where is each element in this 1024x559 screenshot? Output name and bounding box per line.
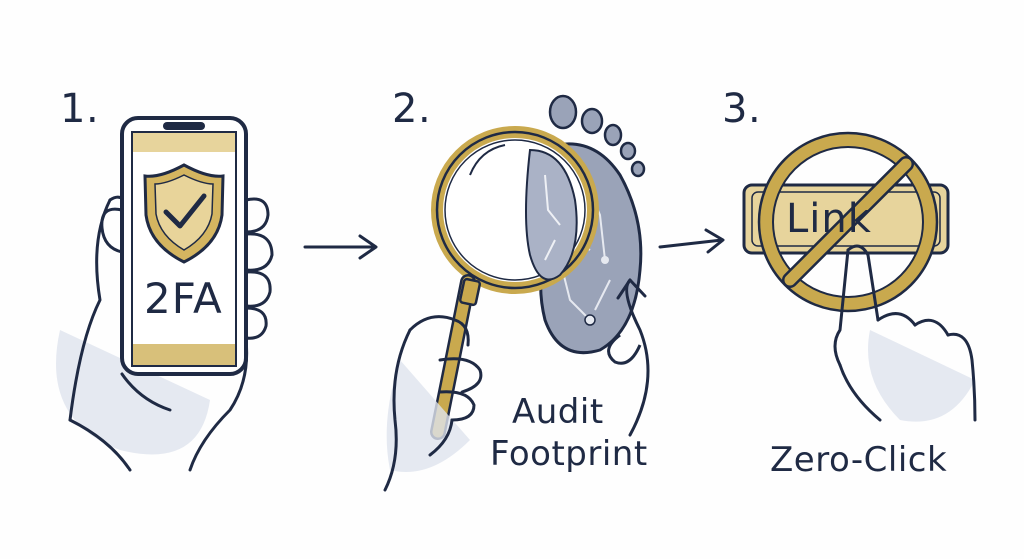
- curved-arrow-icon: [607, 278, 650, 437]
- step-2-magnifier-group: [383, 94, 650, 492]
- step-3-no-link-group: [742, 131, 977, 422]
- arrow-2-icon: [658, 228, 725, 254]
- shield-check-icon: [143, 163, 225, 264]
- step-2-number: 2.: [392, 86, 432, 132]
- step-3-number: 3.: [722, 86, 762, 132]
- step-2-caption-line2: Footprint: [490, 434, 648, 474]
- step-1-number: 1.: [60, 86, 100, 132]
- prohibited-icon: [757, 131, 939, 313]
- arrow-1-icon: [303, 234, 378, 260]
- magnifier-icon: [430, 126, 599, 440]
- step-3-caption: Zero-Click: [770, 440, 948, 480]
- link-button-text: Link: [786, 196, 872, 242]
- phone-screen-text: 2FA: [144, 274, 223, 323]
- step-1-phone-group: [56, 116, 274, 472]
- step-2-caption-line1: Audit: [512, 392, 604, 432]
